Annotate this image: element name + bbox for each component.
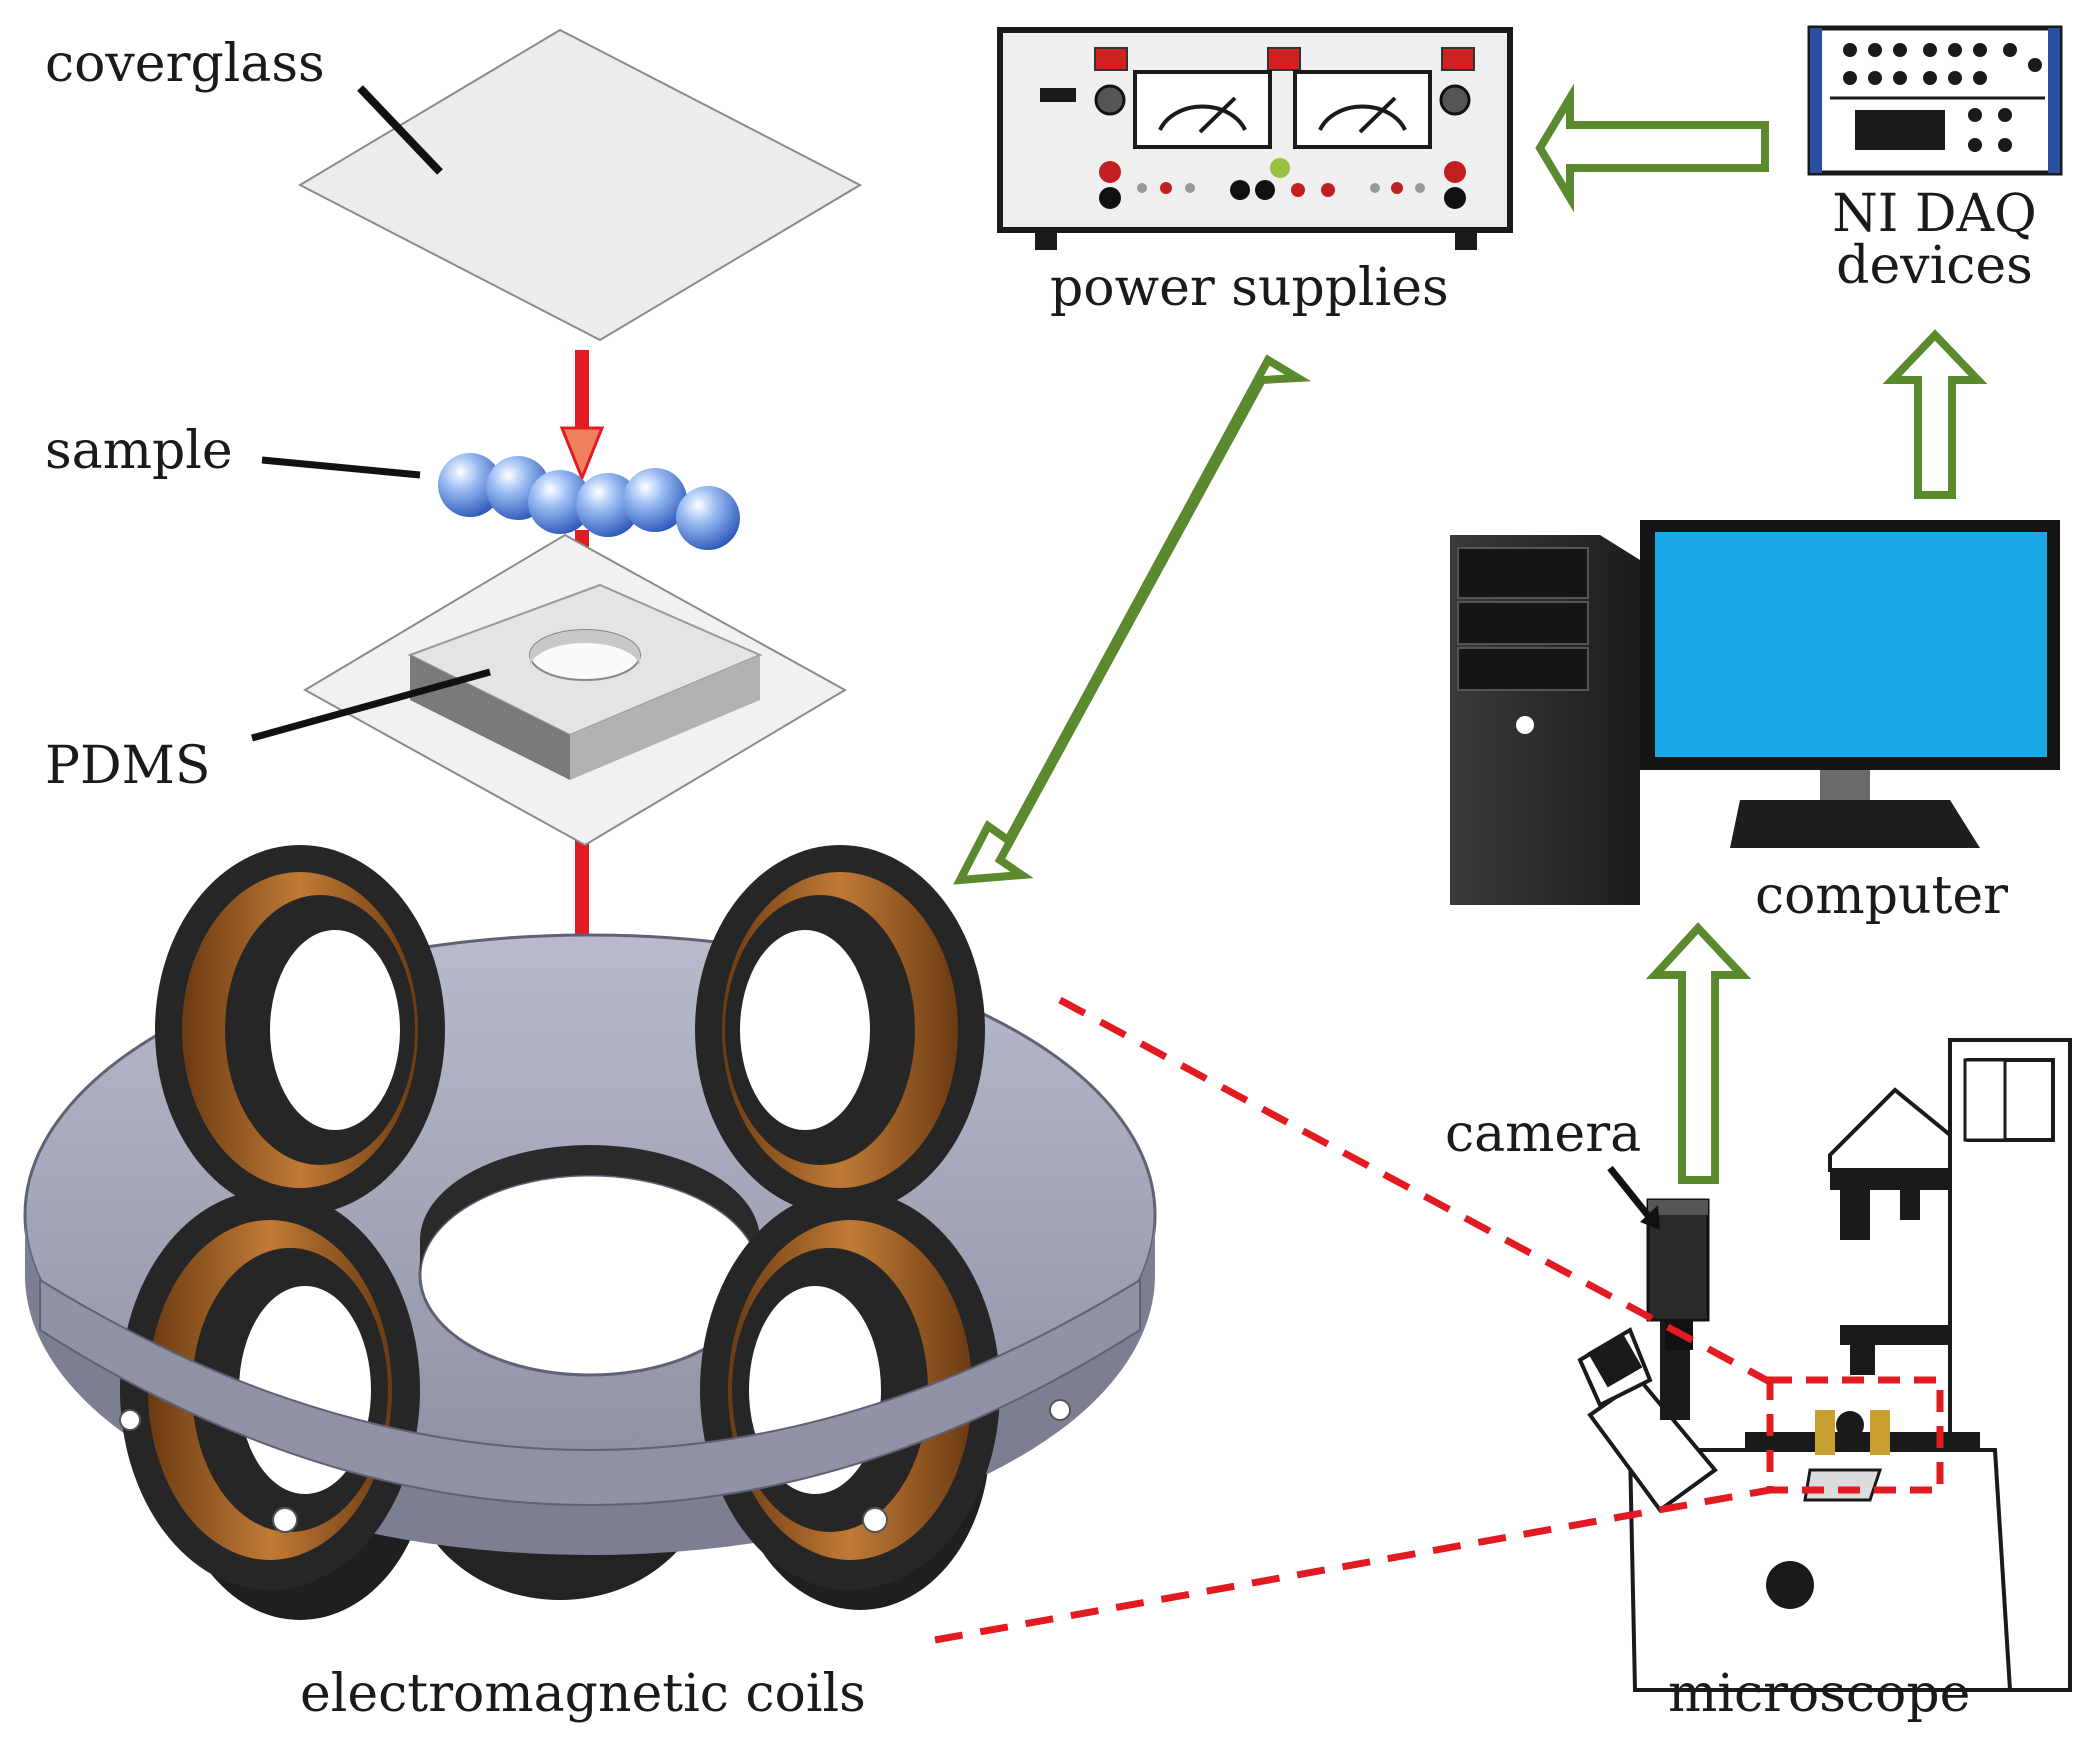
flow-arrow-computer-to-daq <box>1882 329 1988 499</box>
zoom-projection-upper <box>1058 996 1772 1386</box>
label-pdms: PDMS <box>45 736 211 796</box>
computer-monitor <box>1640 520 2060 848</box>
zoom-projection-lower <box>934 1486 1771 1644</box>
camera-leader <box>1607 1165 1653 1221</box>
meter-left-frame <box>1133 70 1272 149</box>
label-microscope: microscope <box>1668 1664 1971 1724</box>
pdms-assembly <box>302 533 848 847</box>
coverglass-plate <box>297 28 863 342</box>
meter-right-icon <box>1318 104 1407 131</box>
coil-apparatus <box>23 845 1157 1620</box>
label-coverglass: coverglass <box>45 34 325 94</box>
microscope-body <box>1577 1038 2072 1692</box>
label-computer: computer <box>1755 866 2009 926</box>
pdms-leader <box>251 668 491 742</box>
power-supply-unit <box>997 27 1513 250</box>
zoom-box <box>1766 1376 1944 1494</box>
label-sample: sample <box>45 421 233 481</box>
flow-arrow-daq-to-power <box>1535 83 1769 213</box>
label-camera: camera <box>1445 1104 1642 1164</box>
meter-left-icon <box>1158 104 1247 131</box>
sample-beads <box>438 453 740 550</box>
label-power-supplies: power supplies <box>1050 258 1449 318</box>
camera-device <box>1646 1198 1710 1350</box>
sample-leader <box>261 456 421 479</box>
flow-arrow-power-to-coils <box>953 354 1312 885</box>
meter-right-frame <box>1293 70 1432 149</box>
flow-arrow-camera-to-computer <box>1645 922 1752 1184</box>
computer-tower <box>1450 535 1640 905</box>
beam-arrowhead-1 <box>559 426 605 483</box>
camera-leader-arrowhead <box>1640 1205 1660 1230</box>
label-ni-daq-devices: NI DAQ devices <box>1832 184 2037 296</box>
coverglass-leader <box>357 85 443 175</box>
label-electromagnetic-coils: electromagnetic coils <box>300 1664 866 1724</box>
daq-chassis <box>1807 25 2063 176</box>
